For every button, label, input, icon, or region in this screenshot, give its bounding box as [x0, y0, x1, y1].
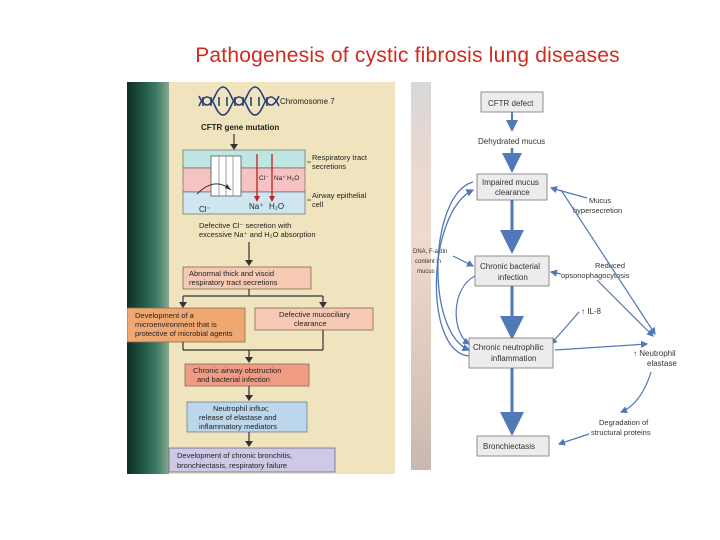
dna-factin-label-3: mucus: [417, 269, 435, 275]
abnormal-secretions-label-2: respiratory tract secretions: [189, 278, 278, 287]
impaired-clearance-label-1: Impaired mucus: [482, 178, 539, 187]
chronic-neutrophilic-label-2: inflammation: [491, 354, 536, 363]
page-title: Pathogenesis of cystic fibrosis lung dis…: [195, 44, 620, 67]
abnormal-secretions-box: [182, 266, 312, 290]
degradation-label-2: structural proteins: [591, 428, 651, 437]
mucus-hypersecretion-label-1: Mucus: [589, 196, 611, 205]
defective-clearance-label-1: Defective mucociliary: [279, 310, 350, 319]
ion-na-top: Na⁺: [274, 175, 286, 182]
chronic-obstruction-box: [184, 363, 310, 387]
outcome-label-1: Development of chronic bronchitis,: [177, 451, 292, 460]
airway-cell-label-1: Airway epithelial: [312, 191, 367, 200]
page-edge-shadow: [127, 82, 169, 474]
abnormal-secretions-label-1: Abnormal thick and viscid: [189, 269, 274, 278]
degradation-label-1: Degradation of: [599, 418, 649, 427]
defective-clearance-label-2: clearance: [294, 319, 327, 328]
cftr-defect-label: CFTR defect: [488, 99, 534, 108]
defective-secretion-label-1: Defective Cl⁻ secretion with: [199, 221, 291, 230]
dehydrated-mucus-label: Dehydrated mucus: [478, 137, 545, 146]
chronic-bacterial-box: [474, 255, 550, 287]
chronic-neutrophilic-label-1: Chronic neutrophilic: [473, 343, 544, 352]
ion-na-bottom: Na⁺: [249, 202, 263, 211]
microenvironment-label-3: protective of microbial agents: [135, 329, 233, 338]
dna-factin-label-2: content in: [415, 259, 441, 265]
chronic-obstruction-label-2: and bacterial infection: [197, 375, 270, 384]
right-cycle-diagram: CFTR defect Dehydrated mucus Impaired mu…: [413, 91, 677, 457]
airway-cell-label-2: cell: [312, 200, 324, 209]
impaired-clearance-box: [476, 173, 548, 201]
microenvironment-label-2: microenvironment that is: [135, 320, 217, 329]
ion-h2o-top: H₂O: [287, 175, 299, 182]
chronic-neutrophilic-box: [468, 337, 554, 369]
left-flowchart-panel: Chromosome 7 CFTR gene mutation Cl⁻ Na⁺ …: [127, 82, 395, 474]
ion-cl-bottom: Cl⁻: [199, 205, 211, 214]
microenvironment-label-1: Development of a: [135, 311, 195, 320]
outcome-box: [168, 447, 336, 473]
impaired-clearance-label-2: clearance: [495, 188, 530, 197]
mucus-hypersecretion-label-2: hypersecretion: [573, 206, 622, 215]
ion-h2o-bottom: H₂O: [269, 202, 284, 211]
defective-clearance-box: [254, 307, 374, 331]
airway-cell-illustration: [182, 149, 306, 215]
gene-mutation-label: CFTR gene mutation: [201, 123, 279, 132]
neutrophil-elastase-label-2: elastase: [647, 359, 677, 368]
microenvironment-box: [127, 307, 246, 343]
right-cycle-panel: CFTR defect Dehydrated mucus Impaired mu…: [411, 82, 688, 470]
bronchiectasis-label: Bronchiectasis: [483, 442, 535, 451]
dna-helix-icon: [198, 86, 280, 116]
left-flowchart: Chromosome 7 CFTR gene mutation Cl⁻ Na⁺ …: [127, 86, 374, 473]
dna-factin-label-1: DNA, F-actin: [413, 249, 447, 255]
chronic-obstruction-label-1: Chronic airway obstruction: [193, 366, 281, 375]
chronic-bacterial-label-2: infection: [498, 273, 528, 282]
bronchiectasis-box: [476, 435, 550, 457]
neutrophil-influx-label-2: release of elastase and: [199, 413, 277, 422]
ion-cl-top: Cl⁻: [259, 175, 269, 182]
il8-label: ↑ IL-8: [581, 307, 602, 316]
outcome-label-2: bronchiectasis, respiratory failure: [177, 461, 287, 470]
neutrophil-elastase-label-1: ↑ Neutrophil: [633, 349, 676, 358]
respiratory-secretions-label-2: secretions: [312, 162, 346, 171]
neutrophil-influx-label-1: Neutrophil influx;: [213, 404, 269, 413]
neutrophil-influx-label-3: inflammatory mediators: [199, 422, 277, 431]
reduced-opsono-label-2: opsonophagocytosis: [561, 271, 630, 280]
chronic-bacterial-label-1: Chronic bacterial: [480, 262, 540, 271]
respiratory-secretions-label-1: Respiratory tract: [312, 153, 368, 162]
defective-secretion-label-2: excessive Na⁺ and H₂O absorption: [199, 230, 316, 239]
chromosome-label: Chromosome 7: [280, 97, 335, 106]
page-edge-shadow-right: [411, 82, 431, 470]
neutrophil-influx-box: [186, 401, 308, 433]
